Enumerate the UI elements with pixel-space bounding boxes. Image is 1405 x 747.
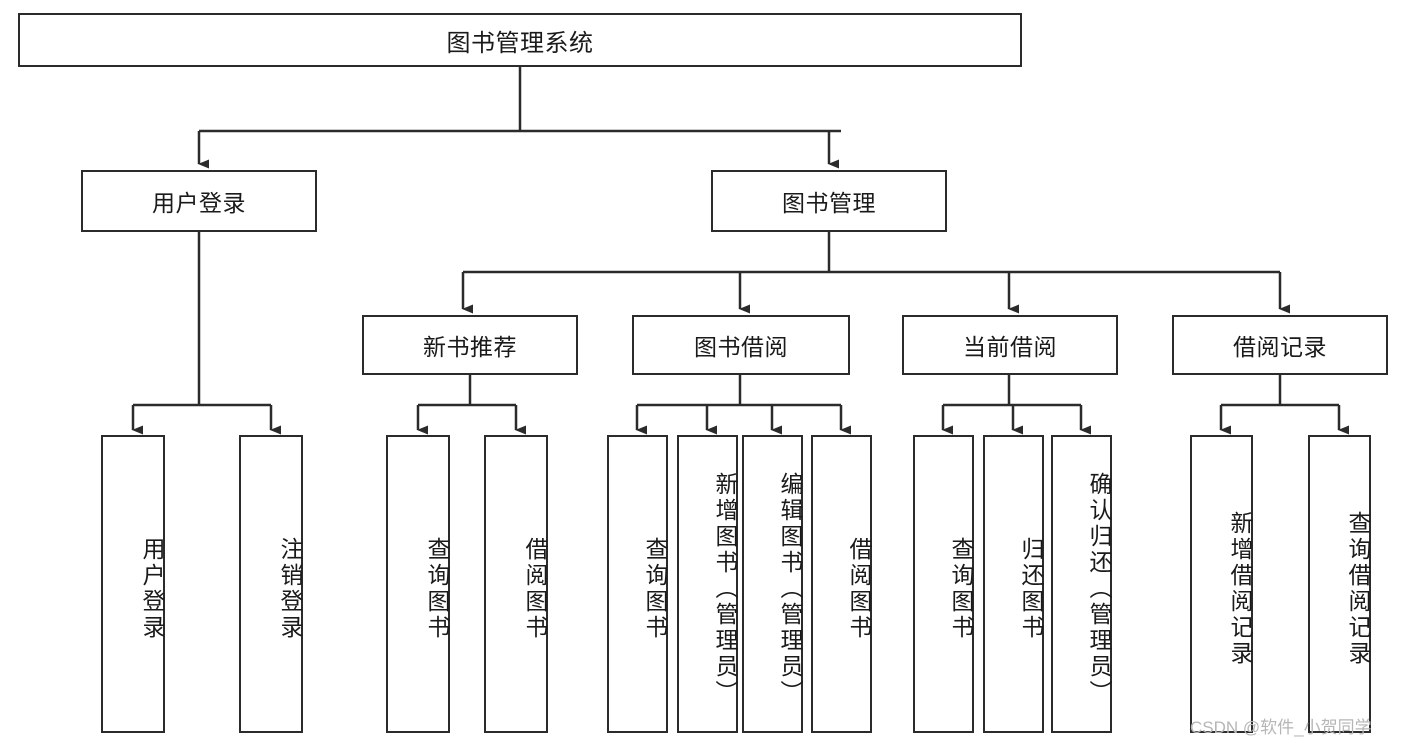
node-leaf-query-borrow-record[interactable]: 查询借阅记录 [1308, 435, 1371, 733]
node-leaf-edit-book-admin[interactable]: 编辑图书（管理员） [742, 435, 803, 733]
node-leaf-borrow-book[interactable]: 借阅图书 [811, 435, 872, 733]
node-label: 借阅记录 [1233, 334, 1327, 360]
node-new-book-recommend[interactable]: 新书推荐 [362, 315, 578, 375]
node-label: 新增借阅记录 [1227, 511, 1253, 667]
node-borrow-record[interactable]: 借阅记录 [1172, 315, 1388, 375]
node-leaf-logout-login[interactable]: 注销登录 [239, 435, 303, 733]
node-label: 编辑图书（管理员） [777, 472, 803, 706]
node-label: 归还图书 [1018, 537, 1044, 641]
node-label: 确认归还（管理员） [1086, 472, 1112, 706]
node-leaf-add-book-admin[interactable]: 新增图书（管理员） [677, 435, 738, 733]
node-current-borrow[interactable]: 当前借阅 [902, 315, 1118, 375]
node-label: 新书推荐 [423, 334, 517, 360]
watermark-csdn: CSDN @软件_小贺同学 [1190, 718, 1372, 737]
node-leaf-query-book-recommend[interactable]: 查询图书 [386, 435, 450, 733]
node-leaf-user-login[interactable]: 用户登录 [101, 435, 165, 733]
node-label: 图书管理 [782, 190, 876, 216]
node-label: 注销登录 [277, 537, 303, 641]
node-leaf-query-book-borrow[interactable]: 查询图书 [607, 435, 668, 733]
node-label: 用户登录 [152, 190, 246, 216]
node-label: 用户登录 [139, 537, 165, 641]
node-label: 借阅图书 [846, 537, 872, 641]
node-root-book-management-system[interactable]: 图书管理系统 [18, 13, 1022, 67]
node-label: 新增图书（管理员） [712, 472, 738, 706]
node-book-borrow[interactable]: 图书借阅 [632, 315, 850, 375]
node-book-management[interactable]: 图书管理 [711, 170, 947, 232]
node-leaf-add-borrow-record[interactable]: 新增借阅记录 [1190, 435, 1253, 733]
node-user-login[interactable]: 用户登录 [81, 170, 317, 232]
node-label: 查询图书 [642, 537, 668, 641]
node-leaf-borrow-book-recommend[interactable]: 借阅图书 [484, 435, 548, 733]
node-leaf-return-book[interactable]: 归还图书 [983, 435, 1044, 733]
node-label: 查询图书 [424, 537, 450, 641]
node-label: 图书借阅 [694, 334, 788, 360]
node-label: 图书管理系统 [446, 29, 594, 57]
node-label: 查询图书 [948, 537, 974, 641]
node-label: 借阅图书 [522, 537, 548, 641]
node-leaf-query-book-current[interactable]: 查询图书 [913, 435, 974, 733]
node-label: 查询借阅记录 [1345, 511, 1371, 667]
node-leaf-confirm-return-admin[interactable]: 确认归还（管理员） [1051, 435, 1112, 733]
node-label: 当前借阅 [963, 334, 1057, 360]
